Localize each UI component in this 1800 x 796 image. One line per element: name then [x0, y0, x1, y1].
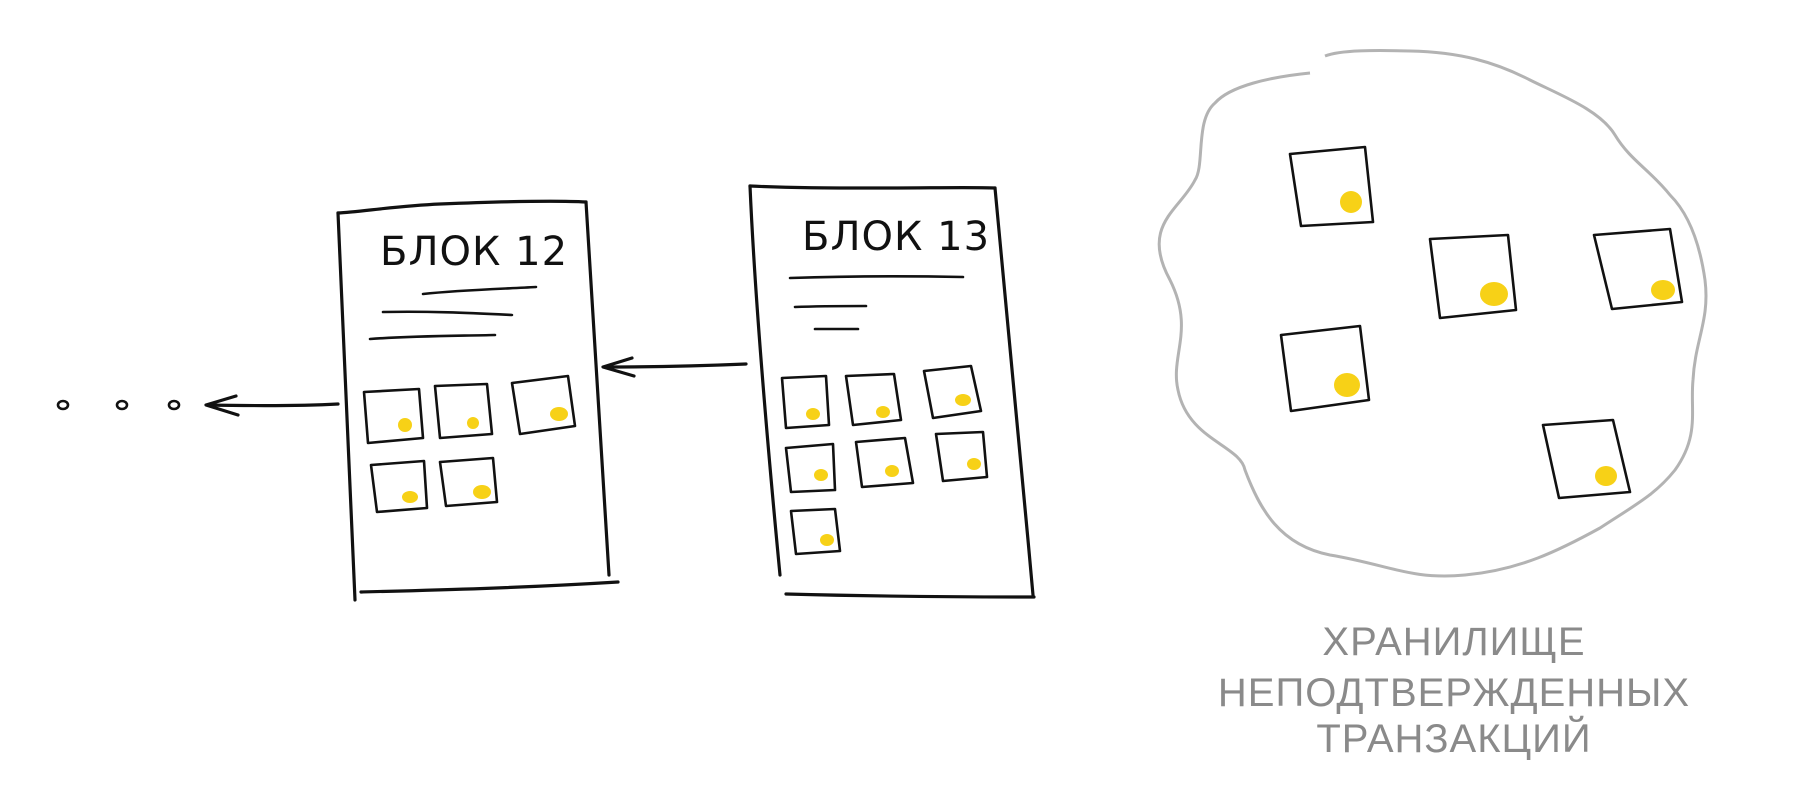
pool-label-line-3: ТРАНЗАКЦИЙ	[1316, 715, 1591, 761]
block-12-transaction	[369, 459, 429, 514]
block-13-title: БЛОК 13	[802, 214, 990, 260]
block-13-transaction	[844, 372, 903, 427]
block-12-transaction	[433, 382, 494, 440]
arrow-block12-to-previous	[204, 394, 340, 417]
arrow-block13-to-block12	[601, 356, 748, 378]
block-12-title: БЛОК 12	[380, 229, 568, 275]
pool-label-line-1: ХРАНИЛИЩЕ	[1322, 620, 1585, 664]
pool-label-line-2: НЕПОДТВЕРЖДЕННЫХ	[1218, 671, 1690, 715]
block-13-transaction	[789, 507, 842, 556]
block-13-transaction	[934, 430, 989, 483]
block-12-transaction	[510, 374, 577, 436]
pool-cloud-outline	[1157, 49, 1708, 578]
block-13-transaction	[784, 442, 837, 494]
pool-transaction	[1592, 227, 1684, 311]
block-13-header-line	[788, 275, 965, 280]
block-12-header-line	[421, 285, 538, 296]
block-12-transaction	[362, 387, 425, 445]
block-13-transaction	[922, 364, 983, 420]
block-13: БЛОК 13	[748, 184, 1036, 599]
block-13-transaction	[780, 374, 831, 430]
pool-transaction	[1541, 418, 1632, 500]
block-13-header-line	[793, 304, 868, 309]
unconfirmed-transaction-pool: ХРАНИЛИЩЕ НЕПОДТВЕРЖДЕННЫХ ТРАНЗАКЦИЙ	[1157, 49, 1708, 761]
block-12-header-line	[381, 310, 514, 317]
pool-transaction	[1288, 145, 1375, 228]
block-12-transaction	[438, 456, 499, 508]
pool-transaction	[1428, 233, 1518, 320]
block-13-transaction	[854, 436, 915, 489]
block-12: БЛОК 12	[336, 199, 620, 602]
ellipsis-previous-blocks	[56, 399, 181, 411]
pool-transaction	[1279, 324, 1371, 413]
block-12-header-line	[368, 333, 497, 341]
